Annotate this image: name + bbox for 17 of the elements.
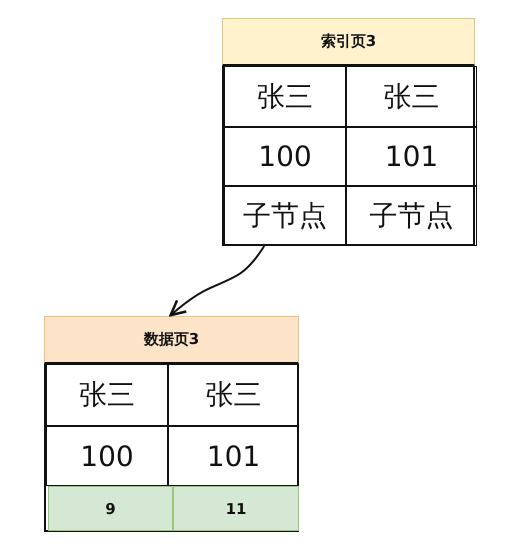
table-cell: 子节点 — [346, 186, 477, 246]
table-cell: 张三 — [46, 364, 168, 426]
table-cell: 11 — [173, 486, 299, 531]
page-title: 索引页3 — [222, 18, 475, 66]
page-table — [44, 316, 299, 532]
table-cell: 100 — [224, 127, 346, 186]
table-cell: 101 — [346, 127, 477, 186]
table-cell: 9 — [48, 486, 173, 531]
table-cell: 子节点 — [224, 186, 346, 246]
table-cell: 100 — [46, 426, 168, 486]
table-cell: 张三 — [346, 66, 477, 127]
table-cell: 张三 — [168, 364, 299, 426]
page-title: 数据页3 — [44, 316, 299, 364]
table-cell: 101 — [168, 426, 299, 486]
table-cell: 张三 — [224, 66, 346, 127]
page-table — [222, 18, 475, 246]
arrow — [169, 245, 266, 316]
